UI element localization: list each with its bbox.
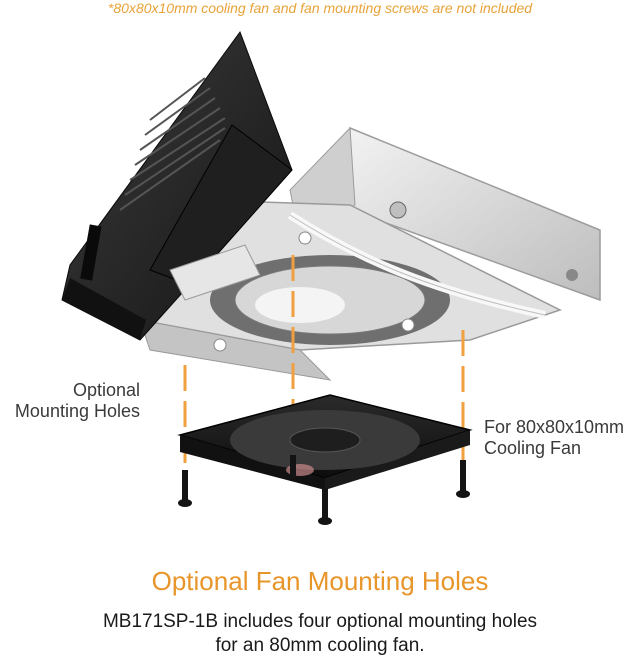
callout-right-line2: Cooling Fan bbox=[484, 438, 582, 458]
fan-screws bbox=[178, 455, 470, 525]
cooling-fan bbox=[177, 394, 473, 490]
callout-mounting-holes: Optional Mounting Holes bbox=[0, 380, 140, 422]
feature-description: MB171SP-1B includes four optional mounti… bbox=[0, 610, 640, 658]
section-headline: Optional Fan Mounting Holes bbox=[151, 566, 489, 596]
description-line2: for an 80mm cooling fan. bbox=[215, 635, 425, 656]
monitor-tray bbox=[61, 30, 293, 341]
drive-bracket bbox=[138, 126, 601, 381]
callout-left-line2: Mounting Holes bbox=[14, 401, 140, 421]
callout-cooling-fan: For 80x80x10mm Cooling Fan bbox=[484, 417, 640, 459]
description-line1: MB171SP-1B includes four optional mounti… bbox=[102, 611, 538, 632]
callout-right-line1: For 80x80x10mm bbox=[484, 417, 625, 437]
callout-left-line1: Optional bbox=[72, 380, 140, 400]
product-illustration bbox=[61, 30, 601, 525]
disclaimer-note: *80x80x10mm cooling fan and fan mounting… bbox=[107, 0, 533, 16]
